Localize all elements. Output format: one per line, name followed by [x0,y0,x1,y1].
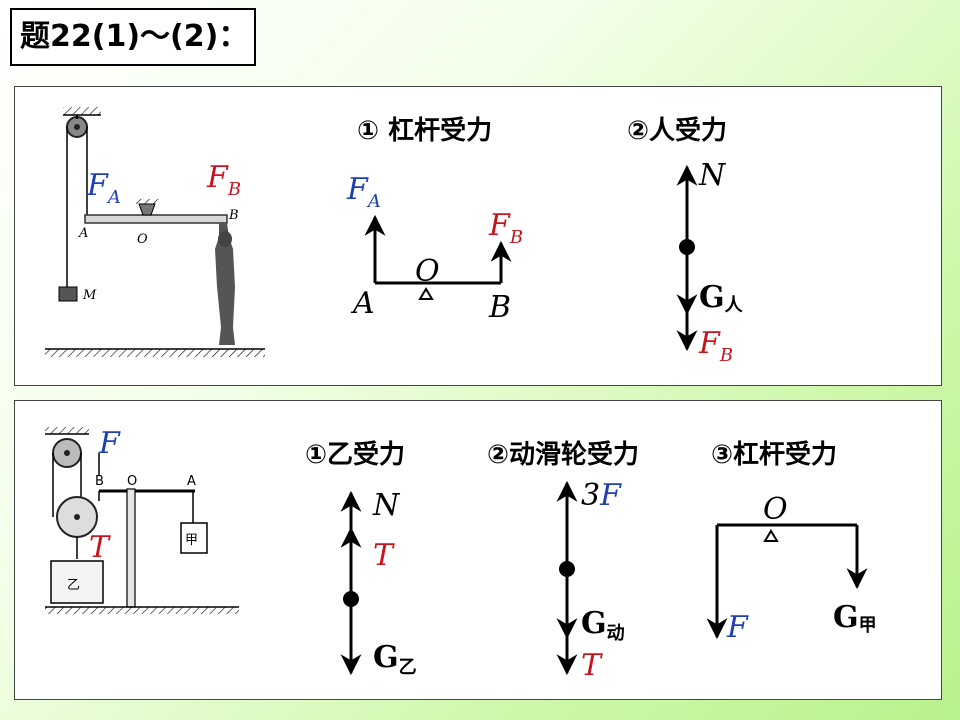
pulley-t-label: T [581,648,603,683]
lever-bar [84,214,228,224]
lever-fb-label: FB [488,208,523,248]
person-force-diagram: ②人受力 N G人 FB [627,115,744,366]
lever2-force-diagram: ③杠杆受力 O F G甲 [706,439,877,645]
apparatus-picture-2: 乙 F T B O A 甲 [45,426,239,614]
person-g-label: G人 [699,280,744,316]
pulley-force-diagram: ②动滑轮受力 3F G动 T [487,439,639,683]
label-fb: FB [206,160,241,200]
fulcrum-icon [418,287,434,300]
page-title: 题22(1)～(2)： [10,8,256,66]
block-jia-label: 甲 [185,533,198,548]
pulley-g-label: G动 [581,606,625,644]
label-o: O [137,232,148,247]
lever2-f-label: F [726,610,749,645]
label-m: M [82,288,97,303]
lever-a-label: A [350,286,375,321]
label-t: T [89,530,111,565]
yi-n-label: N [372,488,401,523]
panel-lever-person: M A O B FA FB ① 杠杆受力 FA FB O A B ②人受力 N … [14,86,942,386]
stand-post [126,488,136,608]
label-a2: A [187,474,196,489]
label-a: A [78,226,88,241]
apparatus-picture-1: M A O B FA FB [45,107,265,357]
panel1-diagram: M A O B FA FB ① 杠杆受力 FA FB O A B ②人受力 N … [45,107,744,366]
yi-t-label: T [373,538,395,573]
yi-g-label: G乙 [373,640,417,678]
lever-b-label: B [488,290,511,325]
lever2-g-label: G甲 [833,600,877,636]
lever-heading: ① 杠杆受力 [357,115,492,146]
ground-2 [45,607,239,614]
yi-center-dot [343,591,359,607]
fulcrum-2-icon [763,529,779,542]
lever2-heading: ③杠杆受力 [711,439,837,470]
ground [45,349,265,357]
panel2-diagram: 乙 F T B O A 甲 ①乙受力 N T G乙 ②动滑轮受力 3F G动 T [45,426,877,683]
weight-m [58,286,78,302]
pulley-heading: ②动滑轮受力 [487,439,639,470]
block-yi [50,560,104,604]
pivot-o [138,203,156,216]
block-yi-label: 乙 [67,578,80,593]
yi-force-diagram: ①乙受力 N T G乙 [305,439,417,678]
lever-fa-label: FA [346,172,381,212]
yi-heading: ①乙受力 [305,439,405,470]
pulley-center-dot [559,561,575,577]
label-fa: FA [86,168,121,208]
label-f: F [98,426,121,461]
person-fb-label: FB [698,326,733,366]
pulley-3f-label: 3F [581,478,622,513]
block-jia [180,522,208,554]
center-dot [679,239,695,255]
lever2-o-label: O [763,492,788,527]
label-o2: O [127,474,137,489]
label-b: B [228,208,239,223]
person-figure [215,223,235,345]
lever-o-label: O [415,254,440,289]
person-n-label: N [698,158,727,193]
ceiling [63,107,101,115]
panel-pulley-lever: 乙 F T B O A 甲 ①乙受力 N T G乙 ②动滑轮受力 3F G动 T [14,400,942,700]
lever-force-diagram: ① 杠杆受力 FA FB O A B [346,115,523,325]
label-b2: B [95,474,104,489]
person-heading: ②人受力 [627,115,727,146]
